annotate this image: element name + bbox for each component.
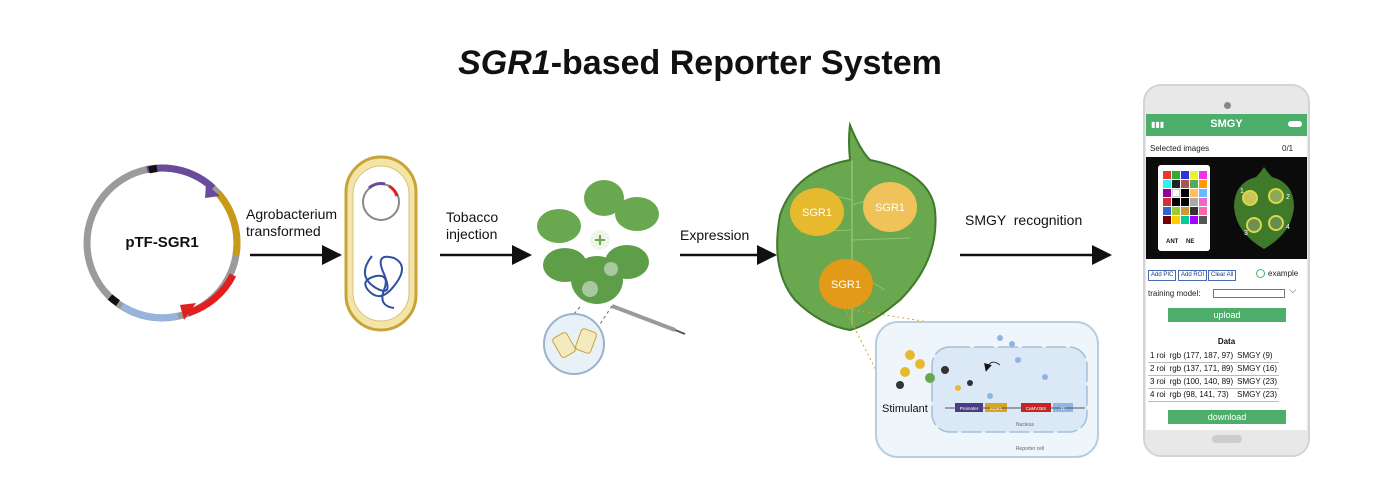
- part-promoter: Promoter: [960, 406, 979, 411]
- part-tf: TF: [1060, 406, 1066, 411]
- plasmid-segment-black: [107, 294, 120, 306]
- preview-leaf: 1 2 3 4: [1234, 167, 1294, 249]
- app-title: SMGY: [1210, 118, 1243, 130]
- selected-images-label: Selected images: [1150, 144, 1210, 153]
- leaf-spot-3: [819, 259, 873, 309]
- step-agro-line1: Agrobacterium: [246, 206, 338, 222]
- battery-icon: [1288, 121, 1302, 127]
- training-model-label: training model:: [1148, 289, 1201, 298]
- plasmid-diagram: [83, 164, 241, 322]
- plasmid-segment-blue: [120, 302, 179, 322]
- leaf-spot-label-3: SGR1: [831, 279, 861, 291]
- title-rest: -based Reporter System: [550, 44, 942, 82]
- plasmid-arrowhead-red: [180, 303, 196, 320]
- leaf-spot-2: [863, 182, 917, 232]
- plasmid-arrowhead-purple: [205, 184, 220, 198]
- title-gene: SGR1: [458, 44, 551, 82]
- smgy-cell: SMGY (23): [1235, 375, 1280, 389]
- roi-cell: 1 roi: [1148, 350, 1168, 363]
- image-preview[interactable]: ANT NE 1 2 3 4: [1146, 157, 1307, 259]
- phone-camera: [1224, 102, 1231, 109]
- page-title: SGR1-based Reporter System: [0, 44, 1400, 83]
- rgb-cell: rgb (177, 187, 97): [1167, 350, 1236, 363]
- leaf: SGR1 SGR1 SGR1: [776, 121, 937, 389]
- leaf-mark-2: 2: [1286, 194, 1290, 201]
- roi-cell: 3 roi: [1148, 375, 1168, 389]
- smgy-cell: SMGY (9): [1235, 350, 1280, 363]
- part-camv35s: CaMV35S: [1026, 406, 1047, 411]
- phone-home-bar: [1212, 435, 1242, 443]
- phone-screen: ▮▮▮ SMGY Selected images 0/1 ANT NE 1: [1146, 114, 1307, 430]
- smgy-cell: SMGY (23): [1235, 388, 1280, 402]
- leaf-mark-1: 1: [1240, 188, 1244, 195]
- tobacco-plant: [537, 180, 686, 375]
- zoom-circle: [543, 313, 605, 375]
- example-radio-icon[interactable]: [1256, 269, 1265, 278]
- add-roi-button[interactable]: Add ROI: [1178, 270, 1208, 281]
- add-pic-button[interactable]: Add PIC: [1148, 270, 1177, 281]
- plasmid-segment-gold: [215, 190, 241, 256]
- plasmid-segment-red: [186, 273, 237, 317]
- reporter-cell-label: Reporter cell: [1016, 446, 1044, 452]
- color-card-label-ne: NE: [1186, 239, 1195, 245]
- signal-icon: ▮▮▮: [1151, 120, 1165, 129]
- reporter-cell: Promoter SGR1 CaMV35S TF Nucleus Reporte…: [875, 321, 1099, 458]
- leaf-mark-4: 4: [1286, 224, 1290, 231]
- step-tobacco-line2: injection: [446, 226, 498, 242]
- color-card-grid: [1163, 171, 1207, 224]
- rgb-cell: rgb (98, 141, 73): [1167, 388, 1236, 402]
- app-bar: ▮▮▮ SMGY: [1146, 114, 1307, 136]
- rgb-cell: rgb (100, 140, 89): [1167, 375, 1236, 389]
- leaf-spot-label-2: SGR1: [875, 202, 905, 214]
- step-tobacco-line1: Tobacco: [446, 209, 499, 225]
- selected-images-count: 0/1: [1282, 144, 1294, 153]
- step-tobacco-label: Tobacco injection: [446, 209, 498, 243]
- step-agro-line2: transformed: [246, 223, 321, 239]
- example-label: example: [1268, 269, 1299, 278]
- leaf-spot-1: [790, 188, 844, 236]
- clear-all-button[interactable]: Clear All: [1208, 270, 1237, 281]
- download-button[interactable]: download: [1168, 410, 1286, 424]
- roi-cell: 2 roi: [1148, 362, 1168, 376]
- agrobacterium-cell: [344, 155, 418, 332]
- leaf-spot-label-1: SGR1: [802, 207, 832, 219]
- roi-cell: 4 roi: [1148, 388, 1168, 402]
- leaf-mark-3: 3: [1244, 230, 1248, 237]
- upload-button[interactable]: upload: [1168, 308, 1286, 322]
- rgb-cell: rgb (137, 171, 89): [1167, 362, 1236, 376]
- color-card-label-ant: ANT: [1166, 239, 1179, 245]
- training-model-select[interactable]: [1213, 289, 1285, 298]
- step-recognition-label: SMGY recognition: [965, 212, 1083, 228]
- smgy-cell: SMGY (16): [1235, 362, 1280, 376]
- step-agro-label: Agrobacterium transformed: [246, 206, 337, 240]
- syringe: [611, 304, 676, 332]
- color-card: ANT NE: [1158, 165, 1210, 251]
- chevron-down-icon[interactable]: ⌵: [1289, 285, 1297, 296]
- nucleus-label: Nucleus: [1016, 422, 1035, 428]
- plasmid-label: pTF-SGR1: [125, 234, 199, 251]
- step-expression-label: Expression: [680, 227, 750, 243]
- part-sgr1: SGR1: [990, 406, 1003, 411]
- stimulant-label: Stimulant: [882, 403, 928, 415]
- data-title: Data: [1217, 337, 1236, 346]
